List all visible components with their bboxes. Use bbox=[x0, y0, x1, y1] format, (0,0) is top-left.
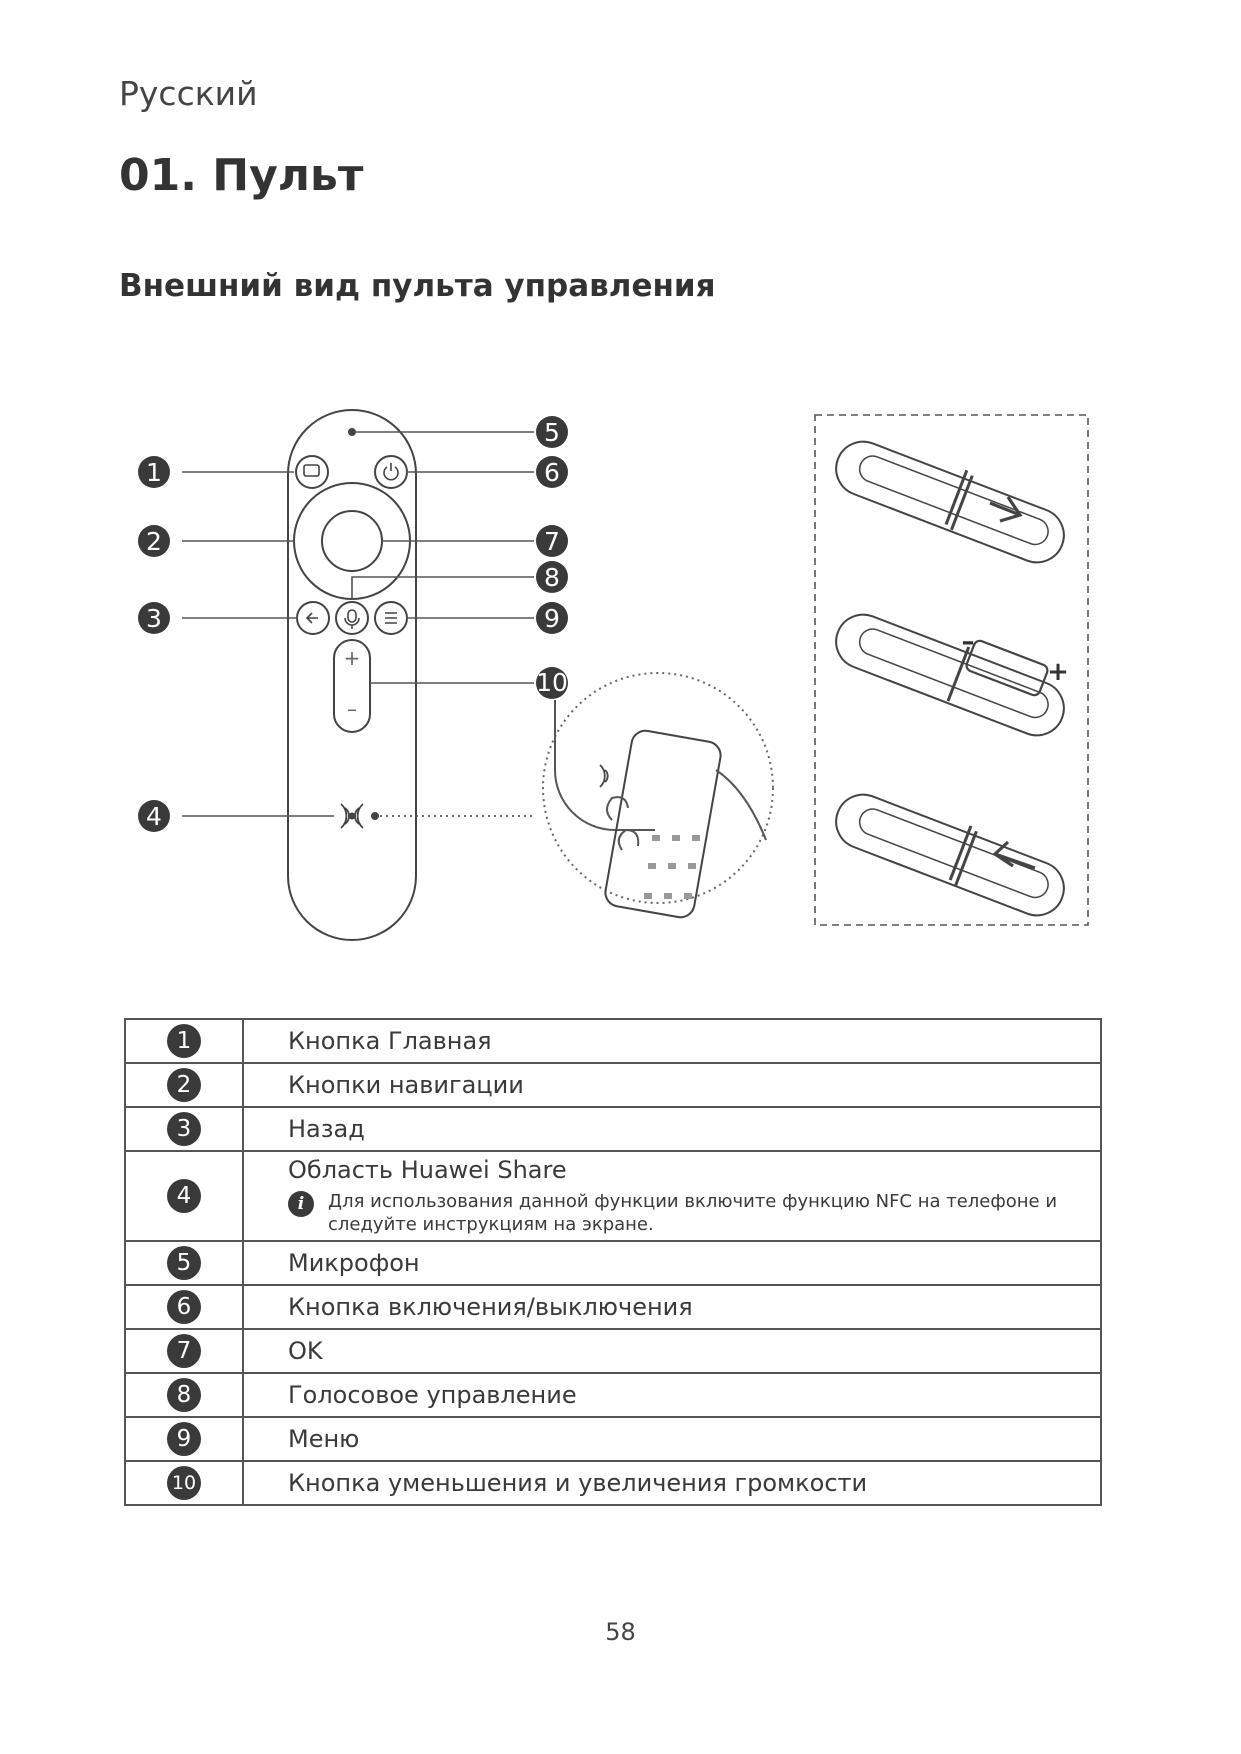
page-number: 58 bbox=[605, 1618, 636, 1646]
battery-step-2 bbox=[835, 613, 1065, 737]
nfc-zoom-circle bbox=[542, 672, 774, 904]
legend-table: 1 Кнопка Главная 2 Кнопки навигации 3 На… bbox=[124, 1018, 1102, 1506]
callout-1: 1 bbox=[146, 458, 162, 487]
row-number-badge: 6 bbox=[167, 1290, 201, 1324]
row-label: Область Huawei Share bbox=[288, 1156, 567, 1184]
row-number-badge: 9 bbox=[167, 1422, 201, 1456]
language-label: Русский bbox=[119, 74, 258, 113]
chapter-title: 01. Пульт bbox=[119, 150, 364, 201]
table-row: 2 Кнопки навигации bbox=[124, 1062, 1102, 1108]
callout-3: 3 bbox=[146, 604, 162, 633]
remote-control-figure: + – – + 1 2 3 4 5 6 7 8 9 10 bbox=[138, 409, 1089, 941]
row-label: Микрофон bbox=[242, 1240, 1102, 1286]
callout-5: 5 bbox=[544, 418, 560, 447]
power-button-shape bbox=[374, 455, 408, 489]
row-label-with-note: Область Huawei Share i Для использования… bbox=[242, 1150, 1102, 1242]
table-row: 3 Назад bbox=[124, 1106, 1102, 1152]
callout-6: 6 bbox=[544, 458, 560, 487]
row-number-badge: 7 bbox=[167, 1334, 201, 1368]
callout-7: 7 bbox=[544, 527, 560, 556]
info-note: i Для использования данной функции включ… bbox=[288, 1190, 1090, 1236]
note-text: Для использования данной функции включит… bbox=[328, 1191, 1058, 1235]
row-label: Голосовое управление bbox=[242, 1372, 1102, 1418]
row-number-badge: 8 bbox=[167, 1378, 201, 1412]
row-label: Кнопка Главная bbox=[242, 1018, 1102, 1064]
row-number-badge: 1 bbox=[167, 1024, 201, 1058]
row-number-badge: 3 bbox=[167, 1112, 201, 1146]
table-row: 8 Голосовое управление bbox=[124, 1372, 1102, 1418]
row-label: OK bbox=[242, 1328, 1102, 1374]
row-label: Кнопка включения/выключения bbox=[242, 1284, 1102, 1330]
battery-minus-symbol: – bbox=[962, 627, 975, 657]
microphone-dot bbox=[348, 428, 356, 436]
volume-minus-symbol: – bbox=[347, 697, 357, 721]
callout-9: 9 bbox=[544, 604, 560, 633]
row-number-badge: 2 bbox=[167, 1068, 201, 1102]
battery-plus-symbol: + bbox=[1047, 657, 1069, 687]
callout-4: 4 bbox=[146, 802, 162, 831]
battery-step-1 bbox=[835, 440, 1065, 564]
remote-body bbox=[287, 409, 417, 941]
info-icon: i bbox=[288, 1191, 314, 1217]
table-row: 4 Область Huawei Share i Для использован… bbox=[124, 1150, 1102, 1242]
row-label: Назад bbox=[242, 1106, 1102, 1152]
callout-badges: 1 2 3 4 5 6 7 8 9 10 bbox=[138, 416, 568, 832]
battery-instruction-panel bbox=[814, 414, 1089, 926]
ok-button-shape bbox=[321, 510, 383, 572]
row-label: Кнопка уменьшения и увеличения громкости bbox=[242, 1460, 1102, 1506]
callout-2: 2 bbox=[146, 527, 162, 556]
table-row: 1 Кнопка Главная bbox=[124, 1018, 1102, 1064]
voice-button-shape bbox=[335, 601, 369, 635]
callout-8: 8 bbox=[544, 563, 560, 592]
table-row: 9 Меню bbox=[124, 1416, 1102, 1462]
volume-plus-symbol: + bbox=[344, 646, 361, 670]
callout-10: 10 bbox=[536, 668, 568, 697]
callout-lines bbox=[182, 431, 534, 817]
row-number-badge: 5 bbox=[167, 1246, 201, 1280]
table-row: 5 Микрофон bbox=[124, 1240, 1102, 1286]
table-row: 6 Кнопка включения/выключения bbox=[124, 1284, 1102, 1330]
row-label: Кнопки навигации bbox=[242, 1062, 1102, 1108]
table-row: 7 OK bbox=[124, 1328, 1102, 1374]
section-title: Внешний вид пульта управления bbox=[119, 268, 716, 304]
row-number-badge: 4 bbox=[167, 1179, 201, 1213]
row-number-badge: 10 bbox=[167, 1466, 201, 1500]
battery-step-3 bbox=[835, 793, 1065, 917]
volume-rocker-shape bbox=[333, 639, 371, 733]
table-row: 10 Кнопка уменьшения и увеличения громко… bbox=[124, 1460, 1102, 1506]
row-label: Меню bbox=[242, 1416, 1102, 1462]
home-button-shape bbox=[295, 455, 329, 489]
phone-shape bbox=[604, 729, 722, 919]
